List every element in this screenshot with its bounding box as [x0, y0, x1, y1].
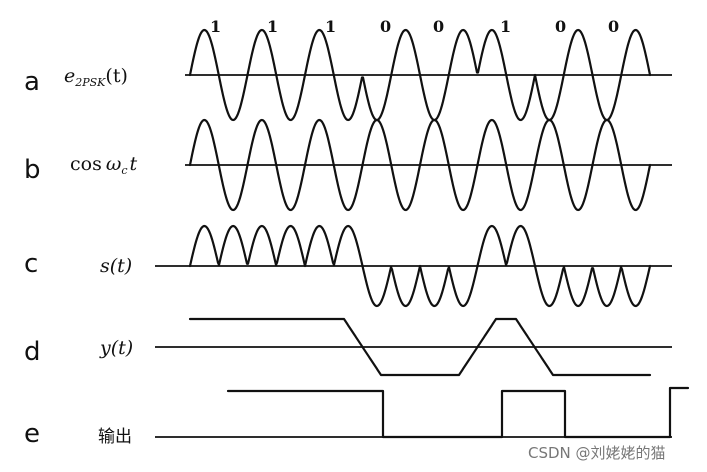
- row-letter-c: c: [24, 249, 38, 279]
- label-yt: y(t): [99, 337, 133, 359]
- bit-labels: 1 1 1 0 0 1 0 0: [210, 17, 619, 36]
- label-carrier-omega: ω: [106, 153, 122, 175]
- label-e2psk: e2PSK(t): [64, 65, 128, 89]
- watermark: CSDN @刘姥姥的猫: [528, 444, 666, 462]
- bit-label-2: 1: [267, 17, 278, 36]
- label-e2psk-main: e: [64, 65, 75, 87]
- label-carrier-sub: c: [121, 164, 127, 177]
- row-letter-b: b: [24, 155, 41, 185]
- waveform-e2psk: [188, 28, 652, 122]
- bit-label-6: 1: [500, 17, 511, 36]
- waveform-lowpass: [188, 317, 652, 377]
- waveform-carrier: [188, 118, 652, 212]
- bit-label-5: 0: [433, 17, 444, 36]
- row-letter-a: a: [24, 67, 40, 97]
- bit-label-1: 1: [210, 17, 221, 36]
- label-e2psk-suffix: (t): [105, 65, 127, 87]
- waveform-product: [188, 224, 652, 308]
- bit-label-7: 0: [555, 17, 566, 36]
- label-carrier-suffix: t: [130, 153, 138, 175]
- bit-label-4: 0: [380, 17, 391, 36]
- label-st: s(t): [100, 255, 132, 277]
- waveform-output: [226, 386, 690, 439]
- label-carrier-cos: cos: [70, 153, 102, 175]
- row-letter-d: d: [24, 337, 41, 367]
- label-output: 输出: [98, 427, 132, 447]
- label-e2psk-sub: 2PSK: [74, 76, 106, 89]
- bit-label-8: 0: [608, 17, 619, 36]
- bit-label-3: 1: [325, 17, 336, 36]
- row-letter-e: e: [24, 419, 40, 449]
